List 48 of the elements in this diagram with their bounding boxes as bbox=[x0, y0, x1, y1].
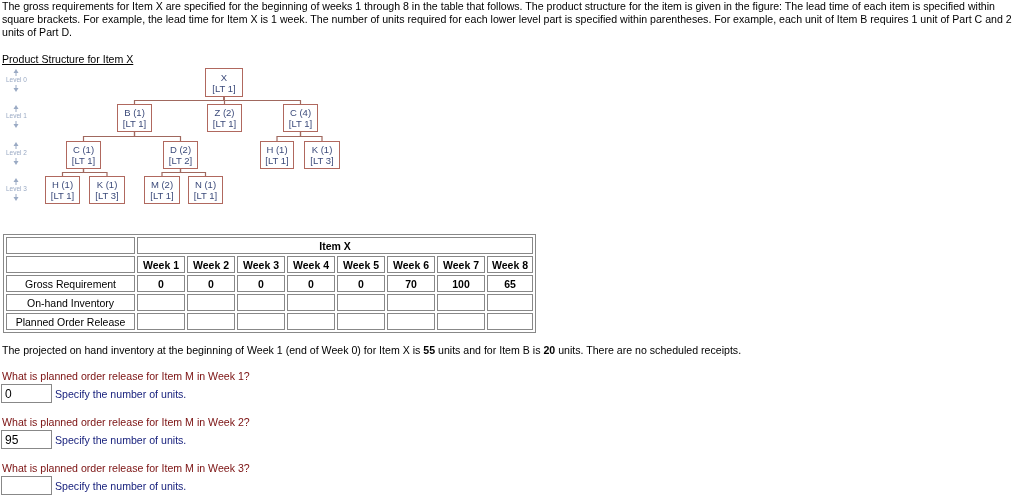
part-box: N (1) [LT 1] bbox=[188, 176, 223, 204]
part-box: K (1) [LT 3] bbox=[89, 176, 125, 204]
table-cell: 0 bbox=[137, 275, 185, 292]
connector-line bbox=[223, 96, 302, 105]
table-cell: Item X bbox=[137, 237, 533, 254]
table-cell: 70 bbox=[387, 275, 435, 292]
question-text: What is planned order release for Item M in Week 3? bbox=[2, 462, 250, 474]
part-box: H (1) [LT 1] bbox=[260, 141, 294, 169]
table-cell: Week 8 bbox=[487, 256, 533, 273]
part-box: H (1) [LT 1] bbox=[45, 176, 80, 204]
part-box: C (4) [LT 1] bbox=[283, 104, 318, 132]
table-cell: 0 bbox=[237, 275, 285, 292]
info-text: The projected on hand inventory at the beginning of Week 1 (end of Week 0) for Item X is 55 units and for Item B is 20 units. There are no scheduled receipts. bbox=[2, 344, 742, 356]
question-text: What is planned order release for Item M in Week 1? bbox=[2, 370, 250, 382]
table-cell: 0 bbox=[187, 275, 235, 292]
table-cell: Week 4 bbox=[287, 256, 335, 273]
table-cell: On-hand Inventory bbox=[6, 294, 135, 311]
instruction-text: The gross requirements for Item X are specified for the beginning of weeks 1 through 8 in the table that follows. The product structure for the item is given in the figure: The lead time of each item is specified within square brackets. For example, the lead time for Item X is 1 week. The number of units required for each lower level part is specified within parentheses. For example, each unit of Item B requires 1 unit of Part C and 2 units of Part D. bbox=[2, 0, 1013, 39]
table-cell: Planned Order Release bbox=[6, 313, 135, 330]
hint-text: Specify the number of units. bbox=[55, 388, 187, 400]
question-text: What is planned order release for Item M in Week 2? bbox=[2, 416, 250, 428]
table-cell: Gross Requirement bbox=[6, 275, 135, 292]
table-cell: 0 bbox=[287, 275, 335, 292]
connector-line bbox=[133, 131, 182, 142]
table-cell: Week 2 bbox=[187, 256, 235, 273]
hint-text: Specify the number of units. bbox=[55, 434, 187, 446]
input-field: 95 bbox=[1, 430, 52, 449]
table-cell: Week 6 bbox=[387, 256, 435, 273]
input-field: 0 bbox=[1, 384, 52, 403]
table-cell: 100 bbox=[437, 275, 485, 292]
part-box: D (2) [LT 2] bbox=[163, 141, 198, 169]
part-box: B (1) [LT 1] bbox=[117, 104, 152, 132]
part-box: C (1) [LT 1] bbox=[66, 141, 101, 169]
connector-line bbox=[179, 168, 207, 177]
table-cell: Week 1 bbox=[137, 256, 185, 273]
table-cell: Week 7 bbox=[437, 256, 485, 273]
table-cell: Week 3 bbox=[237, 256, 285, 273]
hint-text: Specify the number of units. bbox=[55, 480, 187, 492]
connector-line bbox=[299, 131, 323, 142]
table-cell: Week 5 bbox=[337, 256, 385, 273]
part-box: Z (2) [LT 1] bbox=[207, 104, 242, 132]
part-box: K (1) [LT 3] bbox=[304, 141, 340, 169]
table-cell: 65 bbox=[487, 275, 533, 292]
table-cell: 0 bbox=[337, 275, 385, 292]
connector-line bbox=[82, 168, 108, 177]
part-box: M (2) [LT 1] bbox=[144, 176, 180, 204]
part-box: X [LT 1] bbox=[205, 68, 243, 97]
figure-title: Product Structure for Item X bbox=[2, 53, 134, 65]
